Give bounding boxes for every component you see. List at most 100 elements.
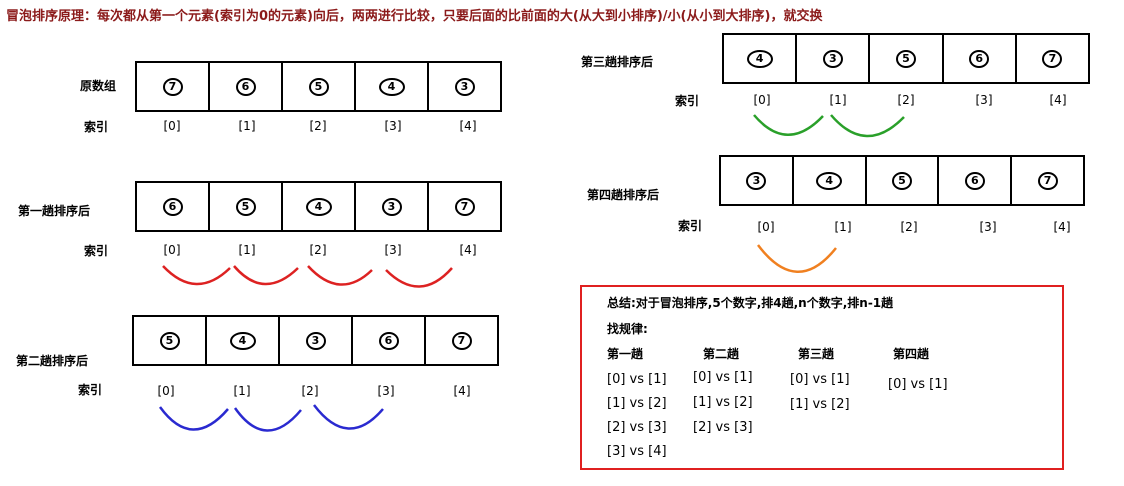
value-circle: 3: [381, 197, 402, 216]
index-label: 索引: [84, 120, 109, 134]
arc-pass1-1-2: [233, 265, 299, 286]
col-title-pass4: 第四趟: [893, 347, 930, 361]
array-original: 7 6 5 4 3: [135, 61, 502, 112]
index-1: [1]: [834, 220, 852, 234]
index-4: [4]: [453, 384, 471, 398]
arc-pass1-2-3: [307, 265, 373, 286]
arc-pass3-0-1: [753, 114, 824, 136]
comparison-item: [1] vs [2]: [607, 396, 667, 411]
comparison-item: [2] vs [3]: [607, 420, 667, 435]
arc-pass1-0-1: [162, 265, 231, 286]
index-2: [2]: [309, 243, 327, 257]
arc-pass2-2-3: [313, 404, 384, 430]
col-title-pass3: 第三趟: [798, 347, 835, 361]
label-pass3: 第三趟排序后: [581, 55, 654, 69]
index-1: [1]: [238, 243, 256, 257]
index-label: 索引: [675, 94, 700, 108]
array-cell: 6: [137, 183, 210, 230]
col-title-pass1: 第一趟: [607, 347, 644, 361]
array-cell: 3: [797, 35, 871, 82]
value-circle: 5: [308, 77, 329, 96]
index-3: [3]: [384, 243, 402, 257]
value-circle: 3: [454, 77, 475, 96]
value-circle: 4: [378, 77, 405, 96]
label-pass2: 第二趟排序后: [16, 354, 89, 368]
value-circle: 7: [162, 77, 183, 96]
index-2: [2]: [897, 93, 915, 107]
value-circle: 6: [235, 77, 256, 96]
index-label: 索引: [84, 244, 109, 258]
value-circle: 3: [746, 171, 767, 190]
comparison-item: [1] vs [2]: [790, 397, 850, 412]
index-1: [1]: [233, 384, 251, 398]
index-4: [4]: [1049, 93, 1067, 107]
arc-pass2-1-2: [233, 407, 302, 432]
index-0: [0]: [157, 384, 175, 398]
value-circle: 3: [822, 49, 843, 68]
index-3: [3]: [384, 119, 402, 133]
value-circle: 4: [746, 49, 773, 68]
comparison-item: [3] vs [4]: [607, 444, 667, 459]
array-cell: 4: [207, 317, 280, 364]
array-cell: 5: [134, 317, 207, 364]
value-circle: 4: [816, 171, 843, 190]
comparison-item: [0] vs [1]: [693, 370, 753, 385]
comparison-item: [2] vs [3]: [693, 420, 753, 435]
array-cell: 7: [429, 183, 500, 230]
index-1: [1]: [829, 93, 847, 107]
comparison-item: [0] vs [1]: [888, 377, 948, 392]
array-cell: 7: [1012, 157, 1083, 204]
index-2: [2]: [309, 119, 327, 133]
array-cell: 7: [426, 317, 497, 364]
value-circle: 5: [235, 197, 256, 216]
value-circle: 3: [305, 331, 326, 350]
value-circle: 7: [451, 331, 472, 350]
value-circle: 7: [454, 197, 475, 216]
value-circle: 6: [969, 49, 990, 68]
comparison-item: [1] vs [2]: [693, 395, 753, 410]
index-1: [1]: [238, 119, 256, 133]
index-4: [4]: [459, 243, 477, 257]
value-circle: 6: [162, 197, 183, 216]
comparison-item: [0] vs [1]: [790, 372, 850, 387]
array-cell: 6: [210, 63, 283, 110]
index-label: 索引: [78, 383, 103, 397]
index-0: [0]: [163, 119, 181, 133]
index-4: [4]: [1053, 220, 1071, 234]
label-original: 原数组: [80, 79, 117, 93]
array-pass4: 3 4 5 6 7: [719, 155, 1085, 206]
index-3: [3]: [979, 220, 997, 234]
array-cell: 7: [137, 63, 210, 110]
index-0: [0]: [753, 93, 771, 107]
array-pass1: 6 5 4 3 7: [135, 181, 502, 232]
array-cell: 3: [429, 63, 500, 110]
array-cell: 6: [939, 157, 1013, 204]
value-circle: 5: [159, 331, 180, 350]
arc-pass4-0-1: [757, 244, 837, 273]
array-cell: 4: [794, 157, 867, 204]
arc-pass3-1-2: [830, 114, 905, 138]
label-pass1: 第一趟排序后: [18, 204, 91, 218]
array-pass2: 5 4 3 6 7: [132, 315, 499, 366]
col-title-pass2: 第二趟: [703, 347, 740, 361]
index-2: [2]: [301, 384, 319, 398]
index-0: [0]: [163, 243, 181, 257]
array-cell: 5: [283, 63, 356, 110]
array-cell: 5: [210, 183, 283, 230]
value-circle: 6: [964, 171, 985, 190]
value-circle: 5: [896, 49, 916, 68]
array-cell: 4: [356, 63, 429, 110]
array-cell: 5: [870, 35, 944, 82]
array-cell: 6: [353, 317, 426, 364]
index-label: 索引: [678, 219, 703, 233]
array-cell: 4: [283, 183, 356, 230]
index-2: [2]: [900, 220, 918, 234]
summary-box: [580, 285, 1064, 470]
comparison-item: [0] vs [1]: [607, 372, 667, 387]
arc-pass1-3-4: [385, 267, 453, 288]
value-circle: 4: [305, 197, 332, 216]
value-circle: 4: [229, 331, 256, 350]
label-pass4: 第四趟排序后: [587, 188, 660, 202]
array-cell: 6: [944, 35, 1017, 82]
